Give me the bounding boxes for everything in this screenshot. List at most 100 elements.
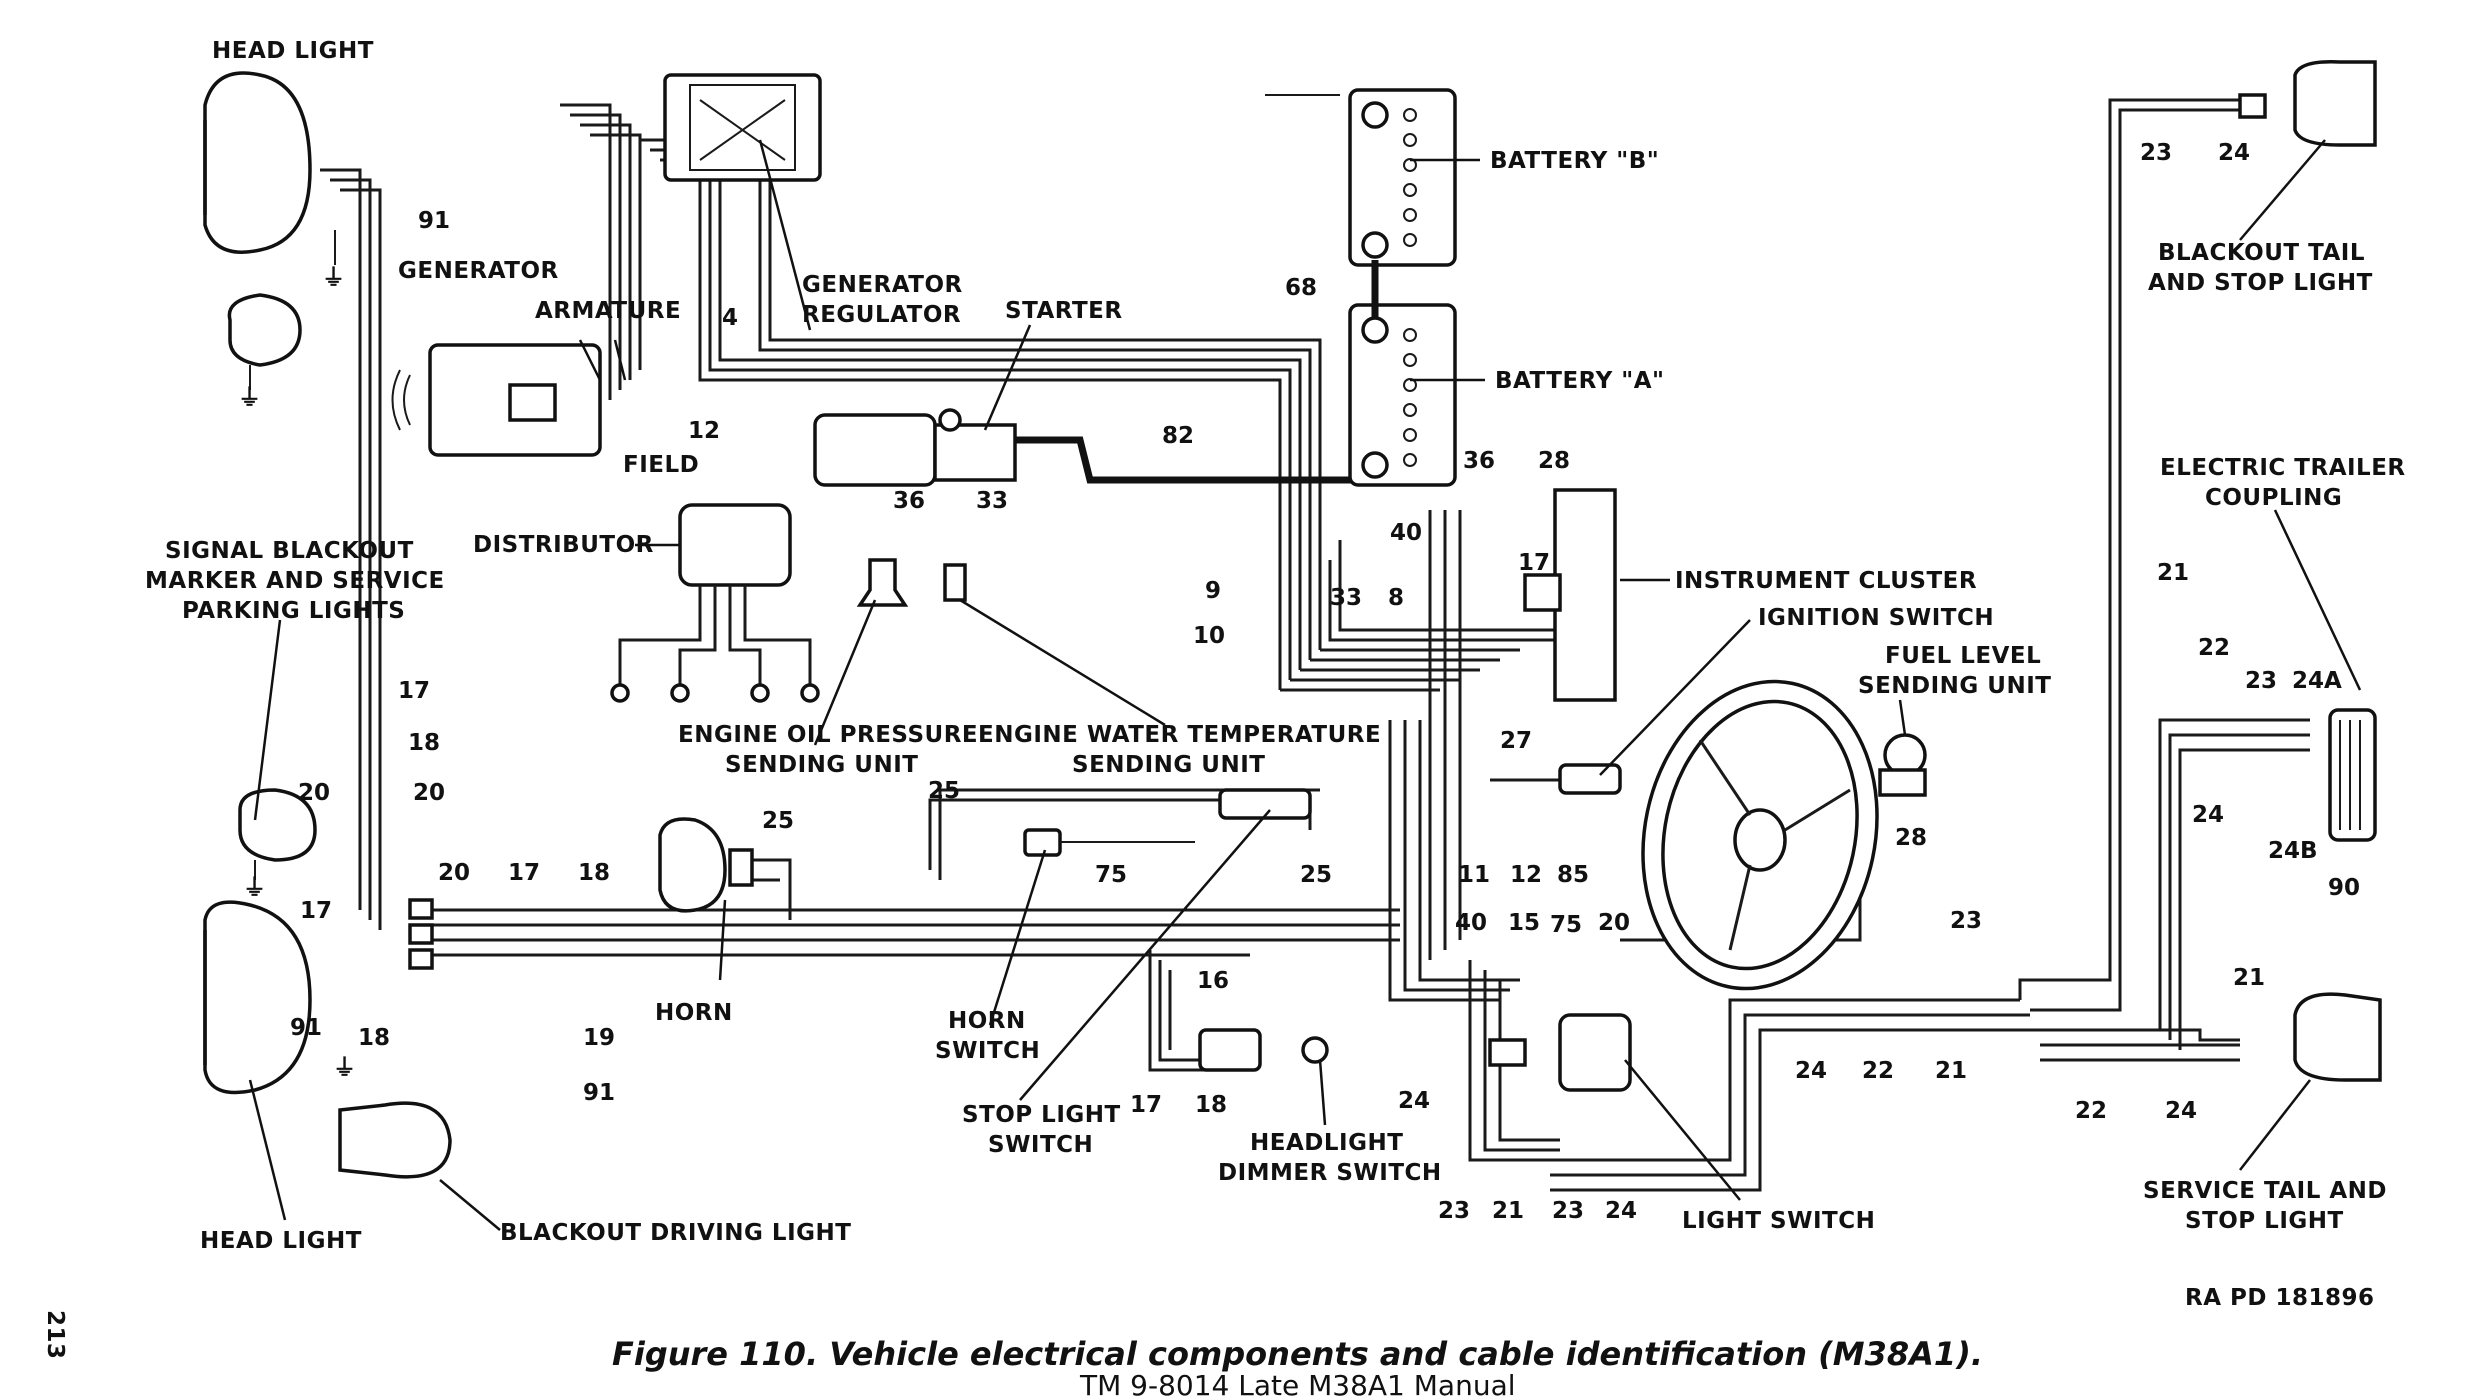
wire-number: 20 [298,780,330,806]
wire-number: 23 [2245,668,2277,694]
label-trailer-1: ELECTRIC TRAILER [2160,455,2406,481]
ref-code: RA PD 181896 [2185,1285,2375,1311]
wire-number: 21 [1935,1058,1967,1084]
label-water-2: SENDING UNIT [1072,752,1265,778]
wire-number: 23 [1950,908,1982,934]
label-blackout-tail-1: BLACKOUT TAIL [2158,240,2365,266]
label-armature: ARMATURE [535,298,681,324]
wire-number: 18 [578,860,610,886]
wire-number: 20 [413,780,445,806]
wire-number: 33 [976,488,1008,514]
label-stop-switch-1: STOP LIGHT [962,1102,1121,1128]
wire-number: 21 [2233,965,2265,991]
label-oil-2: SENDING UNIT [725,752,918,778]
wire-number: 33 [1330,585,1362,611]
wire-number: 17 [508,860,540,886]
connector-block [408,898,434,920]
label-head-light-bottom: HEAD LIGHT [200,1228,362,1254]
wire-number: 36 [1463,448,1495,474]
label-blackout-tail-2: AND STOP LIGHT [2148,270,2373,296]
wire-number: 8 [1388,585,1404,611]
wire-number: 20 [438,860,470,886]
wire-number: 91 [418,208,450,234]
wire-number: 4 [722,305,738,331]
oil-pressure-sender [856,558,909,607]
wire-number: 17 [1130,1092,1162,1118]
leader-lines [248,139,2362,1231]
starter [813,408,1017,487]
label-battery-b: BATTERY "B" [1490,148,1659,174]
wire-number: 17 [398,678,430,704]
ignition-switch-body [1558,763,1622,795]
battery-a [1348,260,1457,487]
wire-number: 19 [583,1025,615,1051]
wire-number: 20 [1598,910,1630,936]
label-trailer-2: COUPLING [2205,485,2342,511]
wire-number: 17 [300,898,332,924]
wire-number: 23 [1438,1198,1470,1224]
label-light-switch: LIGHT SWITCH [1682,1208,1875,1234]
blackout-marker-upper: ⏚ [227,293,302,411]
label-service-tail-1: SERVICE TAIL AND [2143,1178,2387,1204]
wire-number: 17 [1518,550,1550,576]
head-light-top: ⏚ [203,71,345,291]
wire-number: 24 [2192,802,2224,828]
wire-number: 24 [1605,1198,1637,1224]
wire-number: 24 [2165,1098,2197,1124]
wire-number: 18 [1195,1092,1227,1118]
label-signal-1: SIGNAL BLACKOUT [165,538,414,564]
label-water-1: ENGINE WATER TEMPERATURE [978,722,1381,748]
svg-text:⏚: ⏚ [333,1055,356,1081]
wire-number: 24 [1398,1088,1430,1114]
wire-number: 90 [2328,875,2360,901]
wire-number: 22 [2075,1098,2107,1124]
blackout-marker-lower: ⏚ [238,788,317,901]
blackout-driving-light [338,1101,452,1179]
label-starter: STARTER [1005,298,1123,324]
wire-number: 22 [1862,1058,1894,1084]
wire-number: 68 [1285,275,1317,301]
label-distributor: DISTRIBUTOR [473,532,654,558]
connector-block [408,923,434,945]
instrument-cluster [1523,488,1617,702]
component-labels: HEAD LIGHT GENERATOR ARMATURE FIELD GENE… [145,38,2406,1254]
trailer-coupling [2328,708,2377,842]
fuel-level-sender [1878,733,1927,797]
wire-number: 25 [928,778,960,804]
svg-text:⏚: ⏚ [243,875,266,901]
label-fuel-1: FUEL LEVEL [1885,643,2041,669]
light-switch [1488,1013,1632,1092]
horn [658,817,754,913]
wire-number: 75 [1095,862,1127,888]
wire-number: 24 [1795,1058,1827,1084]
wire-number: 24 [2218,140,2250,166]
wire-number: 25 [762,808,794,834]
wire-number: 22 [2198,635,2230,661]
wire-number: 28 [1895,825,1927,851]
wire-number: 12 [1510,862,1542,888]
wire-number: 27 [1500,728,1532,754]
label-generator: GENERATOR [398,258,559,284]
horn-switch [1023,828,1195,857]
connector-block [408,948,434,970]
wire-number: 40 [1390,520,1422,546]
label-stop-switch-2: SWITCH [988,1132,1093,1158]
wire-number: 21 [2157,560,2189,586]
label-dimmer-1: HEADLIGHT [1250,1130,1403,1156]
dimmer-switch [1198,1028,1329,1072]
generator [391,343,602,457]
wire-number: 12 [688,418,720,444]
label-service-tail-2: STOP LIGHT [2185,1208,2344,1234]
wire-number: 21 [1492,1198,1524,1224]
wire-number: 9 [1205,578,1221,604]
water-temp-sender [943,563,967,602]
generator-regulator [663,73,822,182]
steering-wheel [1641,679,1879,991]
label-regulator-1: GENERATOR [802,272,963,298]
wire-number: 91 [290,1015,322,1041]
label-signal-2: MARKER AND SERVICE [145,568,445,594]
wire-number: 36 [893,488,925,514]
label-horn: HORN [655,1000,733,1026]
wire-number: 24B [2268,838,2318,864]
label-field: FIELD [623,452,699,478]
